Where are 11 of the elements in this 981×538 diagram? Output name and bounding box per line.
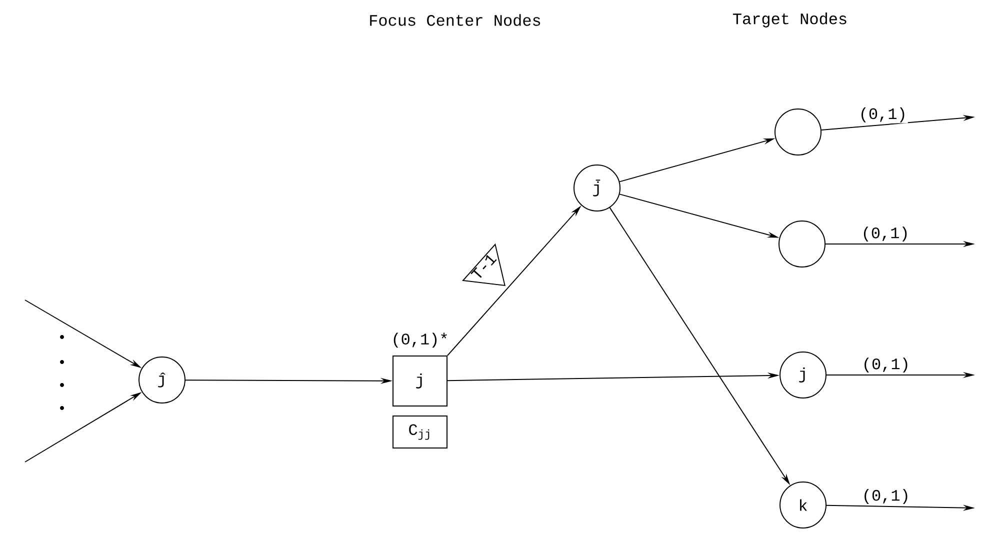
edge-label: (0,1) xyxy=(860,488,911,505)
column-heading: Target Nodes xyxy=(733,12,846,28)
column-heading: Focus Center Nodes xyxy=(370,14,540,26)
edge-label: (0,1) xyxy=(858,106,908,124)
process-box: j xyxy=(392,356,448,406)
node-circle xyxy=(774,108,822,156)
node-label: (0,1)* xyxy=(394,332,447,348)
node-circle xyxy=(778,220,826,268)
cost-box: C$_{jj}$ xyxy=(392,416,448,448)
edge-label: (0,1) xyxy=(860,226,910,242)
edge-label: (0,1) xyxy=(860,356,911,374)
